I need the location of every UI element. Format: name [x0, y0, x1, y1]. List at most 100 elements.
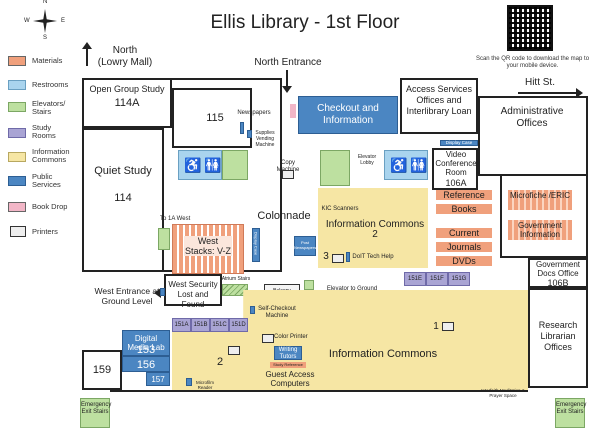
info-commons-2-label: Information Commons 2 — [325, 219, 425, 240]
printer-1-label: 1 — [433, 321, 439, 332]
restroom-east-icon: 🚻 — [410, 157, 428, 173]
microfiche-shelf[interactable] — [508, 190, 572, 210]
legend-label-elevators: Elevators/ Stairs — [32, 99, 66, 116]
self-checkout-machine[interactable] — [250, 306, 255, 314]
color-printer-icon[interactable] — [262, 334, 274, 343]
hitt-st-label: Hitt St. — [524, 77, 555, 88]
room-156[interactable]: 156 — [122, 356, 170, 372]
page-title: Ellis Library - 1st Floor — [210, 12, 400, 33]
legend-swatch-restrooms — [8, 80, 26, 90]
microfilm-reader[interactable] — [186, 378, 192, 386]
north-entrance-label: North Entrance — [254, 57, 322, 68]
supplies-label: Supplies Vending Machine — [255, 130, 275, 148]
newspapers-label: Newspapers — [237, 110, 271, 116]
room-151d[interactable]: 151D — [229, 318, 248, 332]
quiet-study-room[interactable] — [82, 128, 164, 272]
journals-shelf[interactable] — [436, 242, 492, 252]
printer-2-icon[interactable] — [228, 346, 240, 355]
emergency-exit-right[interactable]: Emergency Exit Stairs — [555, 398, 586, 428]
elevator-lobby-label: Elevator Lobby — [357, 154, 377, 166]
current-shelf[interactable] — [436, 228, 492, 238]
stairs-1a-west[interactable] — [158, 228, 170, 250]
legend-label-commons: Information Commons — [32, 147, 70, 164]
post-newspapers-label: Post Newspapers — [294, 240, 317, 250]
display-case-side — [252, 228, 260, 262]
room-151f[interactable]: 151F — [426, 272, 448, 286]
video-conference-room[interactable] — [432, 148, 478, 190]
access-services-room[interactable] — [400, 78, 478, 134]
supplies-machine-icon[interactable] — [247, 130, 252, 138]
restroom-east[interactable] — [384, 150, 428, 180]
hitt-st-arrow-line — [518, 92, 578, 94]
west-entrance-label: West Entrance at Ground Level — [94, 286, 160, 306]
compass-n: N — [43, 0, 48, 5]
stairs-west[interactable] — [222, 150, 248, 180]
lowry-mall-label: (Lowry Mall) — [97, 57, 153, 68]
compass-w: W — [24, 18, 30, 24]
open-group-study-room[interactable] — [82, 78, 172, 128]
elevator-east[interactable] — [320, 150, 350, 186]
restroom-west[interactable] — [178, 150, 222, 180]
wheelchair-icon: ♿ — [184, 157, 202, 173]
video-conf-label: Video Conference Room — [435, 150, 477, 177]
kic-scanners-label: KIC Scanners — [321, 206, 359, 212]
open-group-study-label: Open Group Study — [89, 84, 165, 94]
legend-label-materials: Materials — [32, 56, 63, 65]
study-reference-shelf[interactable]: Study Reference — [270, 362, 306, 368]
microfiche-label: Microfiche /ERIC — [509, 191, 570, 200]
west-security-label: West Security Lost and Found — [168, 280, 218, 309]
research-librarian-label: Research Librarian Offices — [538, 320, 578, 352]
printer-3-label: 3 — [323, 251, 329, 262]
room-115[interactable] — [172, 88, 252, 148]
access-services-label: Access Services Offices and Interlibrary… — [405, 84, 473, 116]
qr-code[interactable] — [507, 5, 553, 51]
gov-info-label: Government Information — [517, 221, 563, 239]
legend-swatch-commons — [8, 152, 26, 162]
dvds-shelf[interactable] — [436, 256, 492, 266]
wheelchair-east-icon: ♿ — [390, 157, 408, 173]
book-drop[interactable] — [290, 104, 296, 118]
room-151c[interactable]: 151C — [210, 318, 229, 332]
room-151e[interactable]: 151E — [404, 272, 426, 286]
west-security-room[interactable] — [164, 274, 222, 306]
post-newspapers-rack — [294, 236, 316, 256]
printer-icon — [10, 226, 26, 237]
display-case-top — [440, 140, 478, 146]
printer-3-icon[interactable] — [332, 254, 344, 263]
journals-label: Journals — [446, 242, 482, 252]
room-151g[interactable]: 151G — [448, 272, 470, 286]
digital-media-num: 153 — [136, 344, 156, 356]
legend-swatch-bookdrop — [8, 202, 26, 212]
legend-swatch-elevators — [8, 102, 26, 112]
color-printer-label: Color Printer — [274, 334, 308, 340]
legend-label-public: Public Services — [32, 172, 61, 189]
checkout-desk[interactable]: Checkout and Information — [298, 96, 398, 134]
admin-offices[interactable] — [478, 96, 588, 176]
room-157[interactable]: 157 — [146, 372, 170, 386]
printer-1-icon[interactable] — [442, 322, 454, 331]
gov-info-shelf[interactable] — [508, 220, 572, 240]
room-151b[interactable]: 151B — [191, 318, 210, 332]
digital-media-lab[interactable]: Digital Media Lab — [122, 330, 170, 356]
north-entrance-arrow-line — [286, 70, 288, 88]
elevator-ground[interactable] — [304, 280, 314, 290]
atrium-stairs-label: Atrium Stairs — [221, 276, 251, 282]
books-shelf[interactable] — [436, 204, 492, 214]
doit-desk[interactable] — [346, 252, 350, 262]
legend-swatch-public — [8, 176, 26, 186]
legend-label-restrooms: Restrooms — [32, 80, 69, 89]
room-159[interactable] — [82, 350, 122, 390]
copy-machine-icon[interactable] — [282, 170, 294, 179]
writing-tutors[interactable]: Writing Tutors — [274, 346, 302, 360]
restroom-icon: 🚻 — [204, 157, 222, 173]
research-librarian-offices[interactable] — [528, 288, 588, 388]
dvds-label: DVDs — [452, 256, 476, 266]
emergency-exit-left[interactable]: Emergency Exit Stairs — [80, 398, 111, 428]
reference-shelf[interactable] — [436, 190, 492, 200]
north-arrow-icon — [82, 42, 92, 49]
microfilm-reader-label: Microfilm Reader — [196, 380, 214, 390]
gov-docs-office[interactable] — [528, 258, 588, 288]
room-151a[interactable]: 151A — [172, 318, 191, 332]
legend-label-printers: Printers — [32, 227, 58, 236]
information-commons[interactable] — [172, 290, 528, 390]
